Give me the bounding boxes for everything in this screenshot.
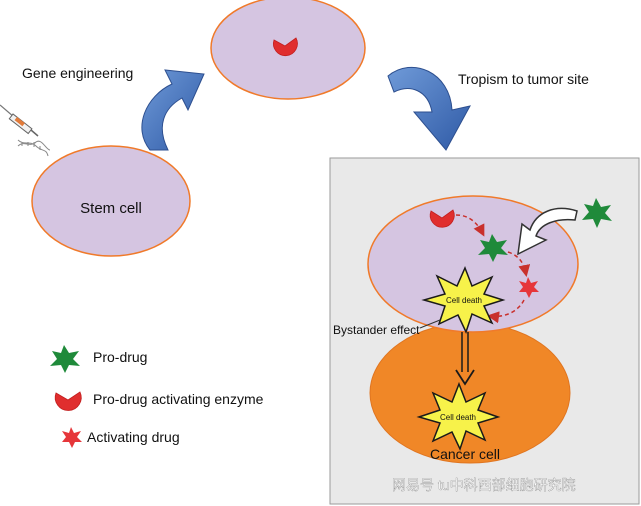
cell-death-label-1: Cell death xyxy=(446,296,482,305)
cancer-cell-label: Cancer cell xyxy=(430,446,500,462)
legend-label-activating-drug: Activating drug xyxy=(87,429,180,445)
legend-label-pro-drug: Pro-drug xyxy=(93,349,147,365)
cell-death-burst-2 xyxy=(416,381,501,452)
watermark: 网易号 tu中科西部细胞研究院 xyxy=(392,477,576,493)
enzyme-pacman-icon xyxy=(54,391,82,411)
conversion-arrow-1 xyxy=(455,214,485,237)
conversion-arrow-3 xyxy=(487,299,525,324)
enzyme-icon-top xyxy=(273,37,298,57)
stem-cell-label: Stem cell xyxy=(80,200,142,217)
pro-drug-icon-outside xyxy=(582,198,612,228)
legend-label-enzyme: Pro-drug activating enzyme xyxy=(93,391,264,407)
cell-death-burst-1 xyxy=(421,266,506,335)
dna-icon xyxy=(17,139,51,157)
pro-drug-star-icon xyxy=(50,345,80,373)
entry-arrow xyxy=(517,207,578,256)
cancer-cell xyxy=(369,322,571,464)
activating-drug-star-icon xyxy=(62,427,82,448)
syringe-icon xyxy=(0,104,39,137)
pro-drug-icon-inside xyxy=(478,234,508,262)
gene-engineering-arrow xyxy=(141,69,205,151)
bystander-arrow xyxy=(455,332,475,386)
bystander-effect-label: Bystander effect xyxy=(333,323,420,337)
cell-death-label-2: Cell death xyxy=(440,413,476,422)
bystander-pointer-line xyxy=(419,319,441,329)
activating-drug-icon-inside xyxy=(519,277,539,298)
stem-cell xyxy=(31,145,191,257)
conversion-arrow-2 xyxy=(507,251,531,277)
gene-engineering-label: Gene engineering xyxy=(22,65,133,81)
enzyme-icon-tumor xyxy=(429,209,455,228)
legend: Pro-drug Pro-drug activating enzyme Acti… xyxy=(50,345,264,448)
tropism-arrow xyxy=(387,66,471,151)
tropism-label: Tropism to tumor site xyxy=(458,71,589,87)
